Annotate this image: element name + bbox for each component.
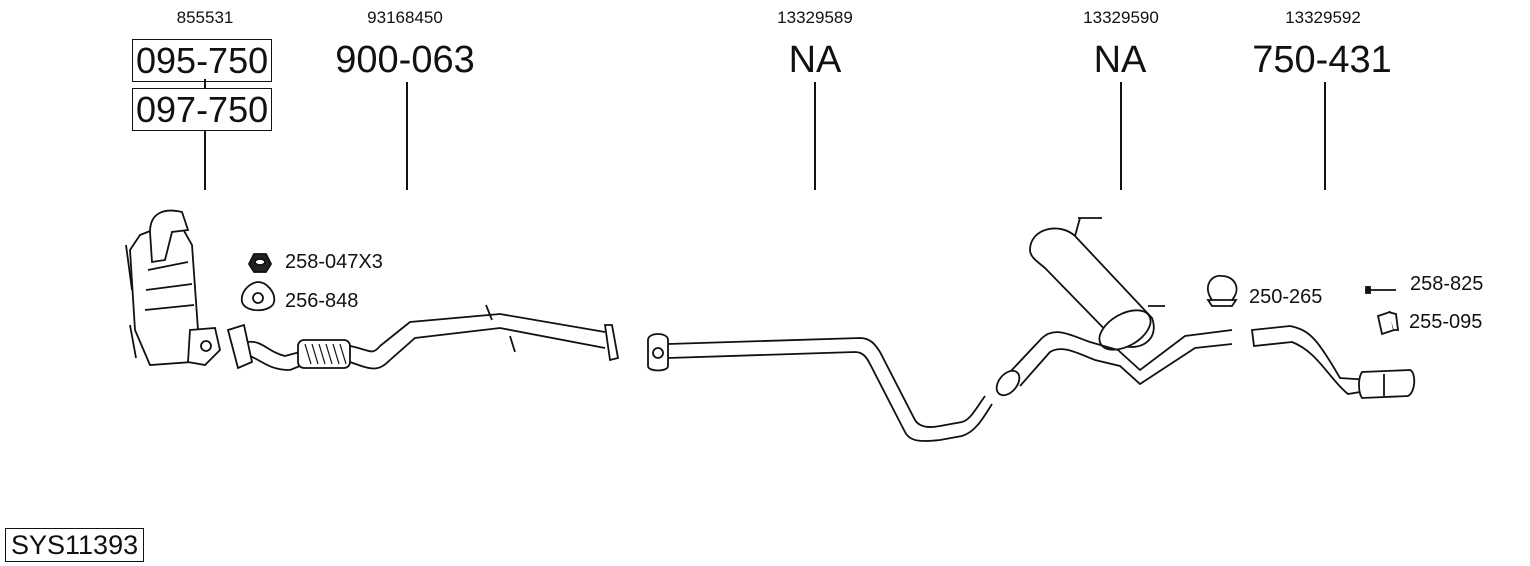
oem-number-front-pipe: 93168450 — [367, 8, 443, 27]
system-id-label: SYS11393 — [5, 528, 145, 563]
part-number-middle-pipe[interactable]: NA — [788, 39, 842, 81]
accessory-label-bolt[interactable]: 258-825 — [1410, 273, 1484, 295]
rear-silencer-drawing — [1250, 325, 1416, 399]
catalytic-converter-drawing — [125, 209, 221, 366]
oem-number-middle-silencer: 13329590 — [1083, 8, 1159, 27]
rubber-mount-icon — [1376, 310, 1400, 336]
front-pipe-drawing — [226, 304, 620, 371]
oem-number-middle-pipe: 13329589 — [777, 8, 853, 27]
accessory-label-rubber-mount[interactable]: 255-095 — [1409, 311, 1483, 333]
accessory-label-nut[interactable]: 258-047X3 — [285, 251, 383, 273]
accessory-label-gasket[interactable]: 256-848 — [285, 290, 359, 312]
oem-number-rear-silencer: 13329592 — [1285, 8, 1361, 27]
part-number-front-pipe[interactable]: 900-063 — [335, 39, 475, 81]
middle-silencer-drawing — [995, 217, 1233, 397]
clamp-icon — [1206, 274, 1238, 307]
gasket-icon — [240, 281, 276, 312]
oem-number-catalyst: 855531 — [176, 8, 234, 27]
part-number-catalyst-1[interactable]: 095-750 — [132, 39, 273, 82]
bolt-icon — [1365, 286, 1396, 294]
nut-icon — [247, 253, 273, 273]
middle-pipe-drawing — [647, 333, 993, 442]
part-number-catalyst-2[interactable]: 097-750 — [132, 88, 273, 131]
part-number-middle-silencer[interactable]: NA — [1093, 39, 1147, 81]
accessory-label-clamp[interactable]: 250-265 — [1249, 286, 1323, 308]
part-number-rear-silencer[interactable]: 750-431 — [1252, 39, 1392, 81]
